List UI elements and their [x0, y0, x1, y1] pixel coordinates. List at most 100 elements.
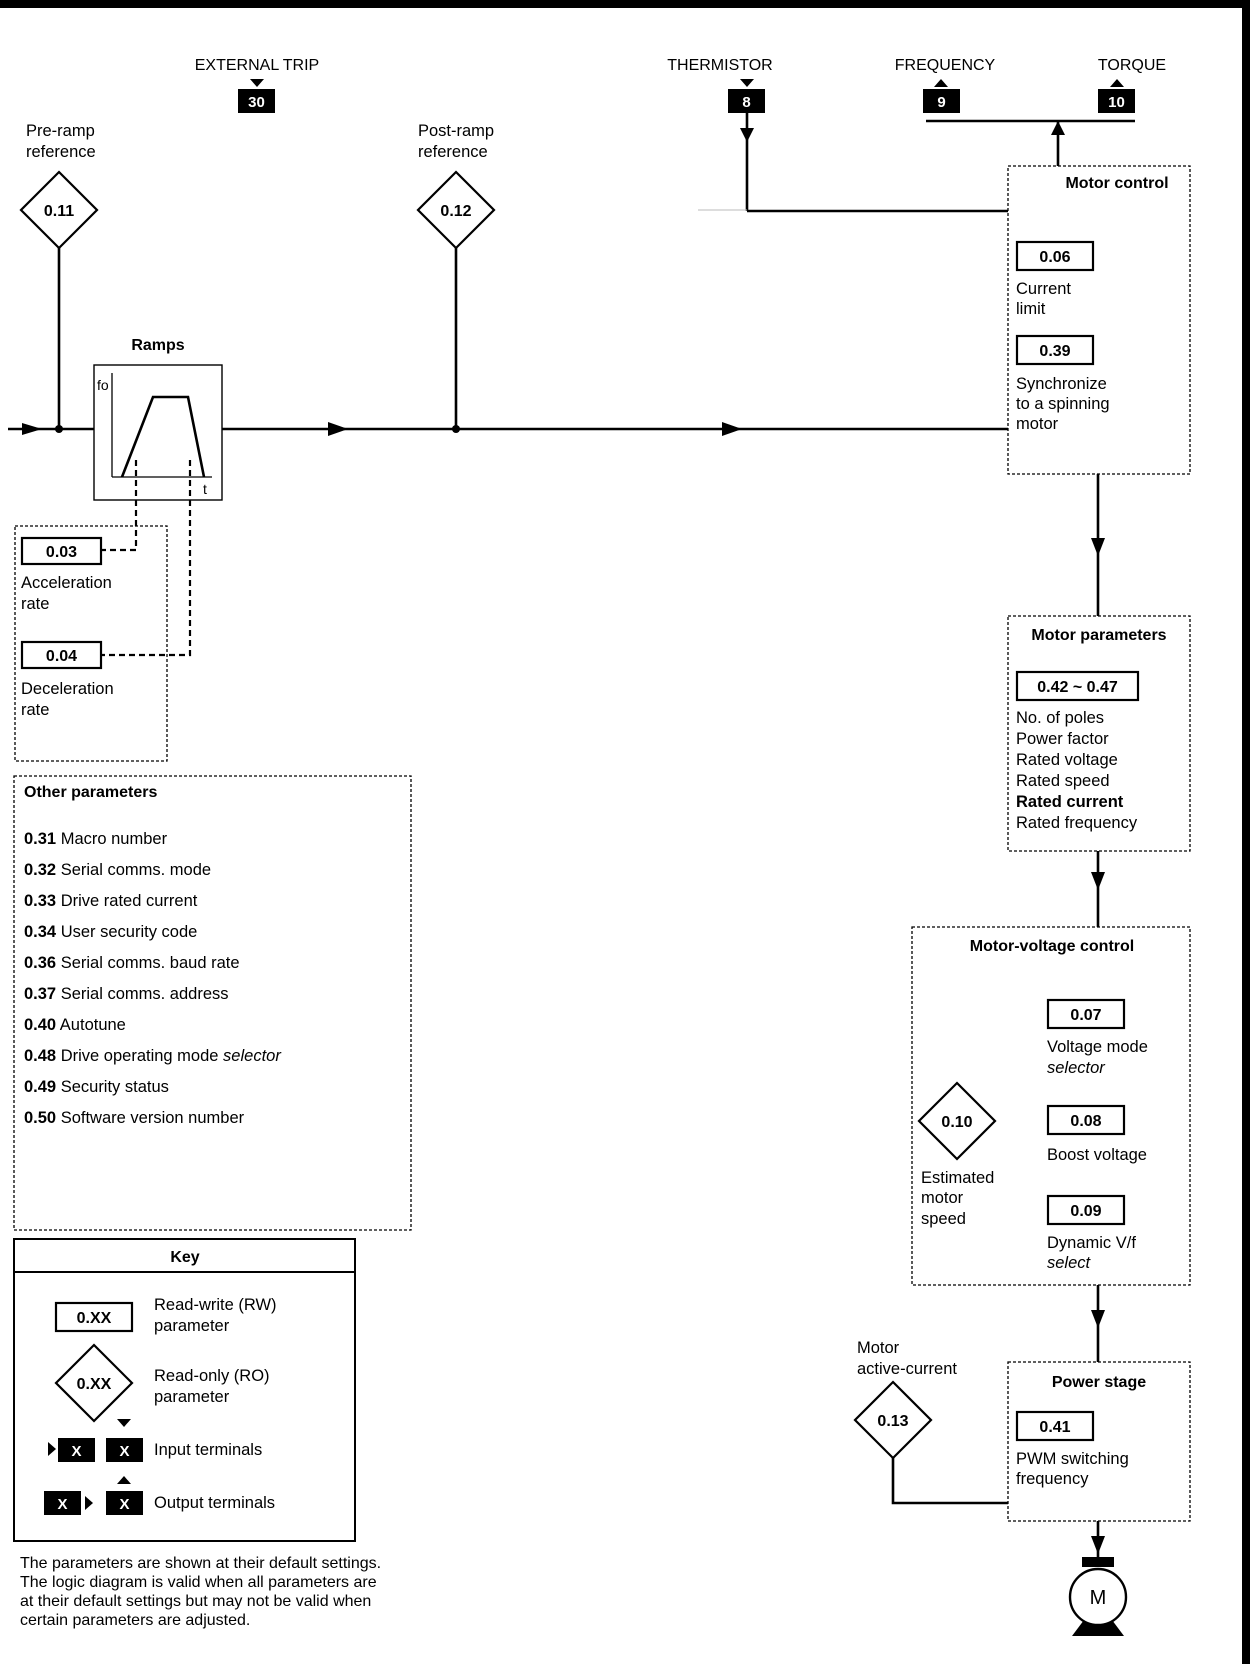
svg-text:motor: motor	[1016, 415, 1059, 433]
other-parameter-item: 0.34 User security code	[24, 923, 197, 941]
external-trip-label: EXTERNAL TRIP	[195, 57, 319, 74]
svg-text:Power factor: Power factor	[1016, 730, 1109, 748]
parameter-0-42-0-47: 0.42 ~ 0.47	[1037, 679, 1118, 696]
svg-text:Pre-ramp: Pre-ramp	[26, 122, 95, 140]
parameter-0-08: 0.08	[1070, 1113, 1101, 1130]
svg-text:X: X	[119, 1496, 129, 1513]
key-legend: Key 0.XX Read-write (RW) parameter 0.XX …	[13, 1238, 356, 1542]
motor-icon: M	[1068, 1557, 1128, 1636]
acceleration-rate: 0.03 Acceleration rate	[20, 536, 112, 613]
svg-text:select: select	[1047, 1254, 1092, 1272]
other-parameters-title: Other parameters	[24, 784, 157, 801]
svg-text:speed: speed	[921, 1210, 966, 1228]
svg-text:X: X	[57, 1496, 67, 1513]
other-parameter-item: 0.40 Autotune	[24, 1016, 126, 1034]
svg-text:Dynamic V/f: Dynamic V/f	[1047, 1234, 1136, 1252]
terminal-frequency: FREQUENCY 9	[895, 57, 996, 113]
motor-active-current: Motor active-current 0.13	[853, 1339, 957, 1460]
svg-text:Post-ramp: Post-ramp	[418, 122, 494, 140]
other-parameter-item: 0.32 Serial comms. mode	[24, 861, 211, 879]
terminal-number: 8	[742, 94, 750, 111]
parameter-0-07: 0.07	[1070, 1007, 1101, 1024]
read-only-parameter-diamond	[917, 1081, 997, 1161]
input-arrow-icon	[740, 79, 754, 87]
svg-text:Voltage mode: Voltage mode	[1047, 1038, 1148, 1056]
frequency-label: FREQUENCY	[895, 57, 996, 74]
svg-text:Synchronize: Synchronize	[1016, 375, 1107, 393]
svg-text:Deceleration: Deceleration	[21, 680, 114, 698]
terminal-external-trip: EXTERNAL TRIP 30	[195, 57, 319, 113]
svg-text:The parameters are shown at th: The parameters are shown at their defaul…	[20, 1555, 381, 1572]
parameter-0-03: 0.03	[46, 544, 77, 561]
input-arrow-icon	[48, 1442, 56, 1456]
power-stage-title: Power stage	[1052, 1374, 1146, 1391]
svg-text:No. of poles: No. of poles	[1016, 709, 1104, 727]
motor-symbol-label: M	[1090, 1587, 1107, 1609]
parameter-0-11: 0.11	[44, 203, 74, 220]
svg-text:parameter: parameter	[154, 1388, 230, 1406]
other-parameter-item: 0.48 Drive operating mode selector	[24, 1047, 282, 1065]
parameter-0-12: 0.12	[440, 203, 471, 220]
output-arrow-icon	[934, 79, 948, 87]
ramp-x-axis-label: t	[203, 481, 207, 497]
other-parameter-item: 0.36 Serial comms. baud rate	[24, 954, 240, 972]
key-ro-sample: 0.XX	[77, 1376, 112, 1393]
svg-text:Rated current: Rated current	[1016, 793, 1124, 811]
ramp-y-axis-label: fo	[97, 377, 109, 393]
svg-text:to a spinning: to a spinning	[1016, 395, 1110, 413]
output-arrow-icon	[1110, 79, 1124, 87]
post-ramp-reference: Post-ramp reference 0.12	[416, 122, 496, 250]
svg-text:X: X	[119, 1443, 129, 1460]
svg-text:Estimated: Estimated	[921, 1169, 994, 1187]
svg-text:Read-only (RO): Read-only (RO)	[154, 1367, 270, 1385]
svg-text:at their default settings but: at their default settings but may not be…	[20, 1593, 371, 1610]
svg-text:X: X	[71, 1443, 81, 1460]
default-settings-note: The parameters are shown at their defaul…	[20, 1555, 381, 1629]
output-arrow-icon	[85, 1496, 93, 1510]
svg-text:Rated voltage: Rated voltage	[1016, 751, 1118, 769]
motor-control-block: Motor control 0.06 Current limit 0.39 Sy…	[1007, 165, 1191, 475]
motor-parameters-block: Motor parameters 0.42 ~ 0.47 No. of pole…	[1007, 615, 1191, 852]
deceleration-rate: 0.04 Deceleration rate	[20, 640, 114, 719]
parameter-0-41: 0.41	[1039, 1419, 1070, 1436]
ramps-block: Ramps fo t	[93, 337, 223, 501]
parameter-0-39: 0.39	[1039, 343, 1070, 360]
parameter-0-10: 0.10	[941, 1114, 972, 1131]
svg-text:motor: motor	[921, 1189, 964, 1207]
svg-text:Rated speed: Rated speed	[1016, 772, 1110, 790]
other-parameter-item: 0.33 Drive rated current	[24, 892, 198, 910]
key-rw-sample: 0.XX	[77, 1310, 112, 1327]
motor-voltage-control-title: Motor-voltage control	[970, 938, 1134, 955]
ramps-title: Ramps	[131, 337, 184, 354]
svg-text:certain parameters are adjuste: certain parameters are adjusted.	[20, 1612, 250, 1629]
svg-text:The logic diagram is valid whe: The logic diagram is valid when all para…	[20, 1574, 377, 1591]
svg-text:PWM switching: PWM switching	[1016, 1450, 1129, 1468]
terminal-number: 9	[937, 94, 945, 111]
other-parameter-item: 0.37 Serial comms. address	[24, 985, 229, 1003]
svg-text:selector: selector	[1047, 1059, 1106, 1077]
svg-text:Input terminals: Input terminals	[154, 1441, 262, 1459]
svg-text:frequency: frequency	[1016, 1470, 1089, 1488]
svg-text:limit: limit	[1016, 300, 1046, 318]
svg-text:active-current: active-current	[857, 1360, 957, 1378]
svg-text:Current: Current	[1016, 280, 1071, 298]
terminal-number: 10	[1108, 94, 1125, 111]
torque-label: TORQUE	[1098, 57, 1166, 74]
pre-ramp-reference: Pre-ramp reference 0.11	[19, 122, 99, 250]
input-arrow-icon	[250, 79, 264, 87]
svg-text:reference: reference	[418, 143, 488, 161]
svg-text:Acceleration: Acceleration	[21, 574, 112, 592]
svg-text:parameter: parameter	[154, 1317, 230, 1335]
svg-text:reference: reference	[26, 143, 96, 161]
parameter-0-09: 0.09	[1070, 1203, 1101, 1220]
svg-text:rate: rate	[21, 701, 49, 719]
power-stage-block: Power stage 0.41 PWM switching frequency	[1007, 1361, 1191, 1522]
parameter-0-04: 0.04	[46, 648, 77, 665]
parameter-0-06: 0.06	[1039, 249, 1070, 266]
parameter-0-13: 0.13	[877, 1413, 908, 1430]
output-arrow-icon	[117, 1476, 131, 1484]
svg-text:Read-write (RW): Read-write (RW)	[154, 1296, 277, 1314]
